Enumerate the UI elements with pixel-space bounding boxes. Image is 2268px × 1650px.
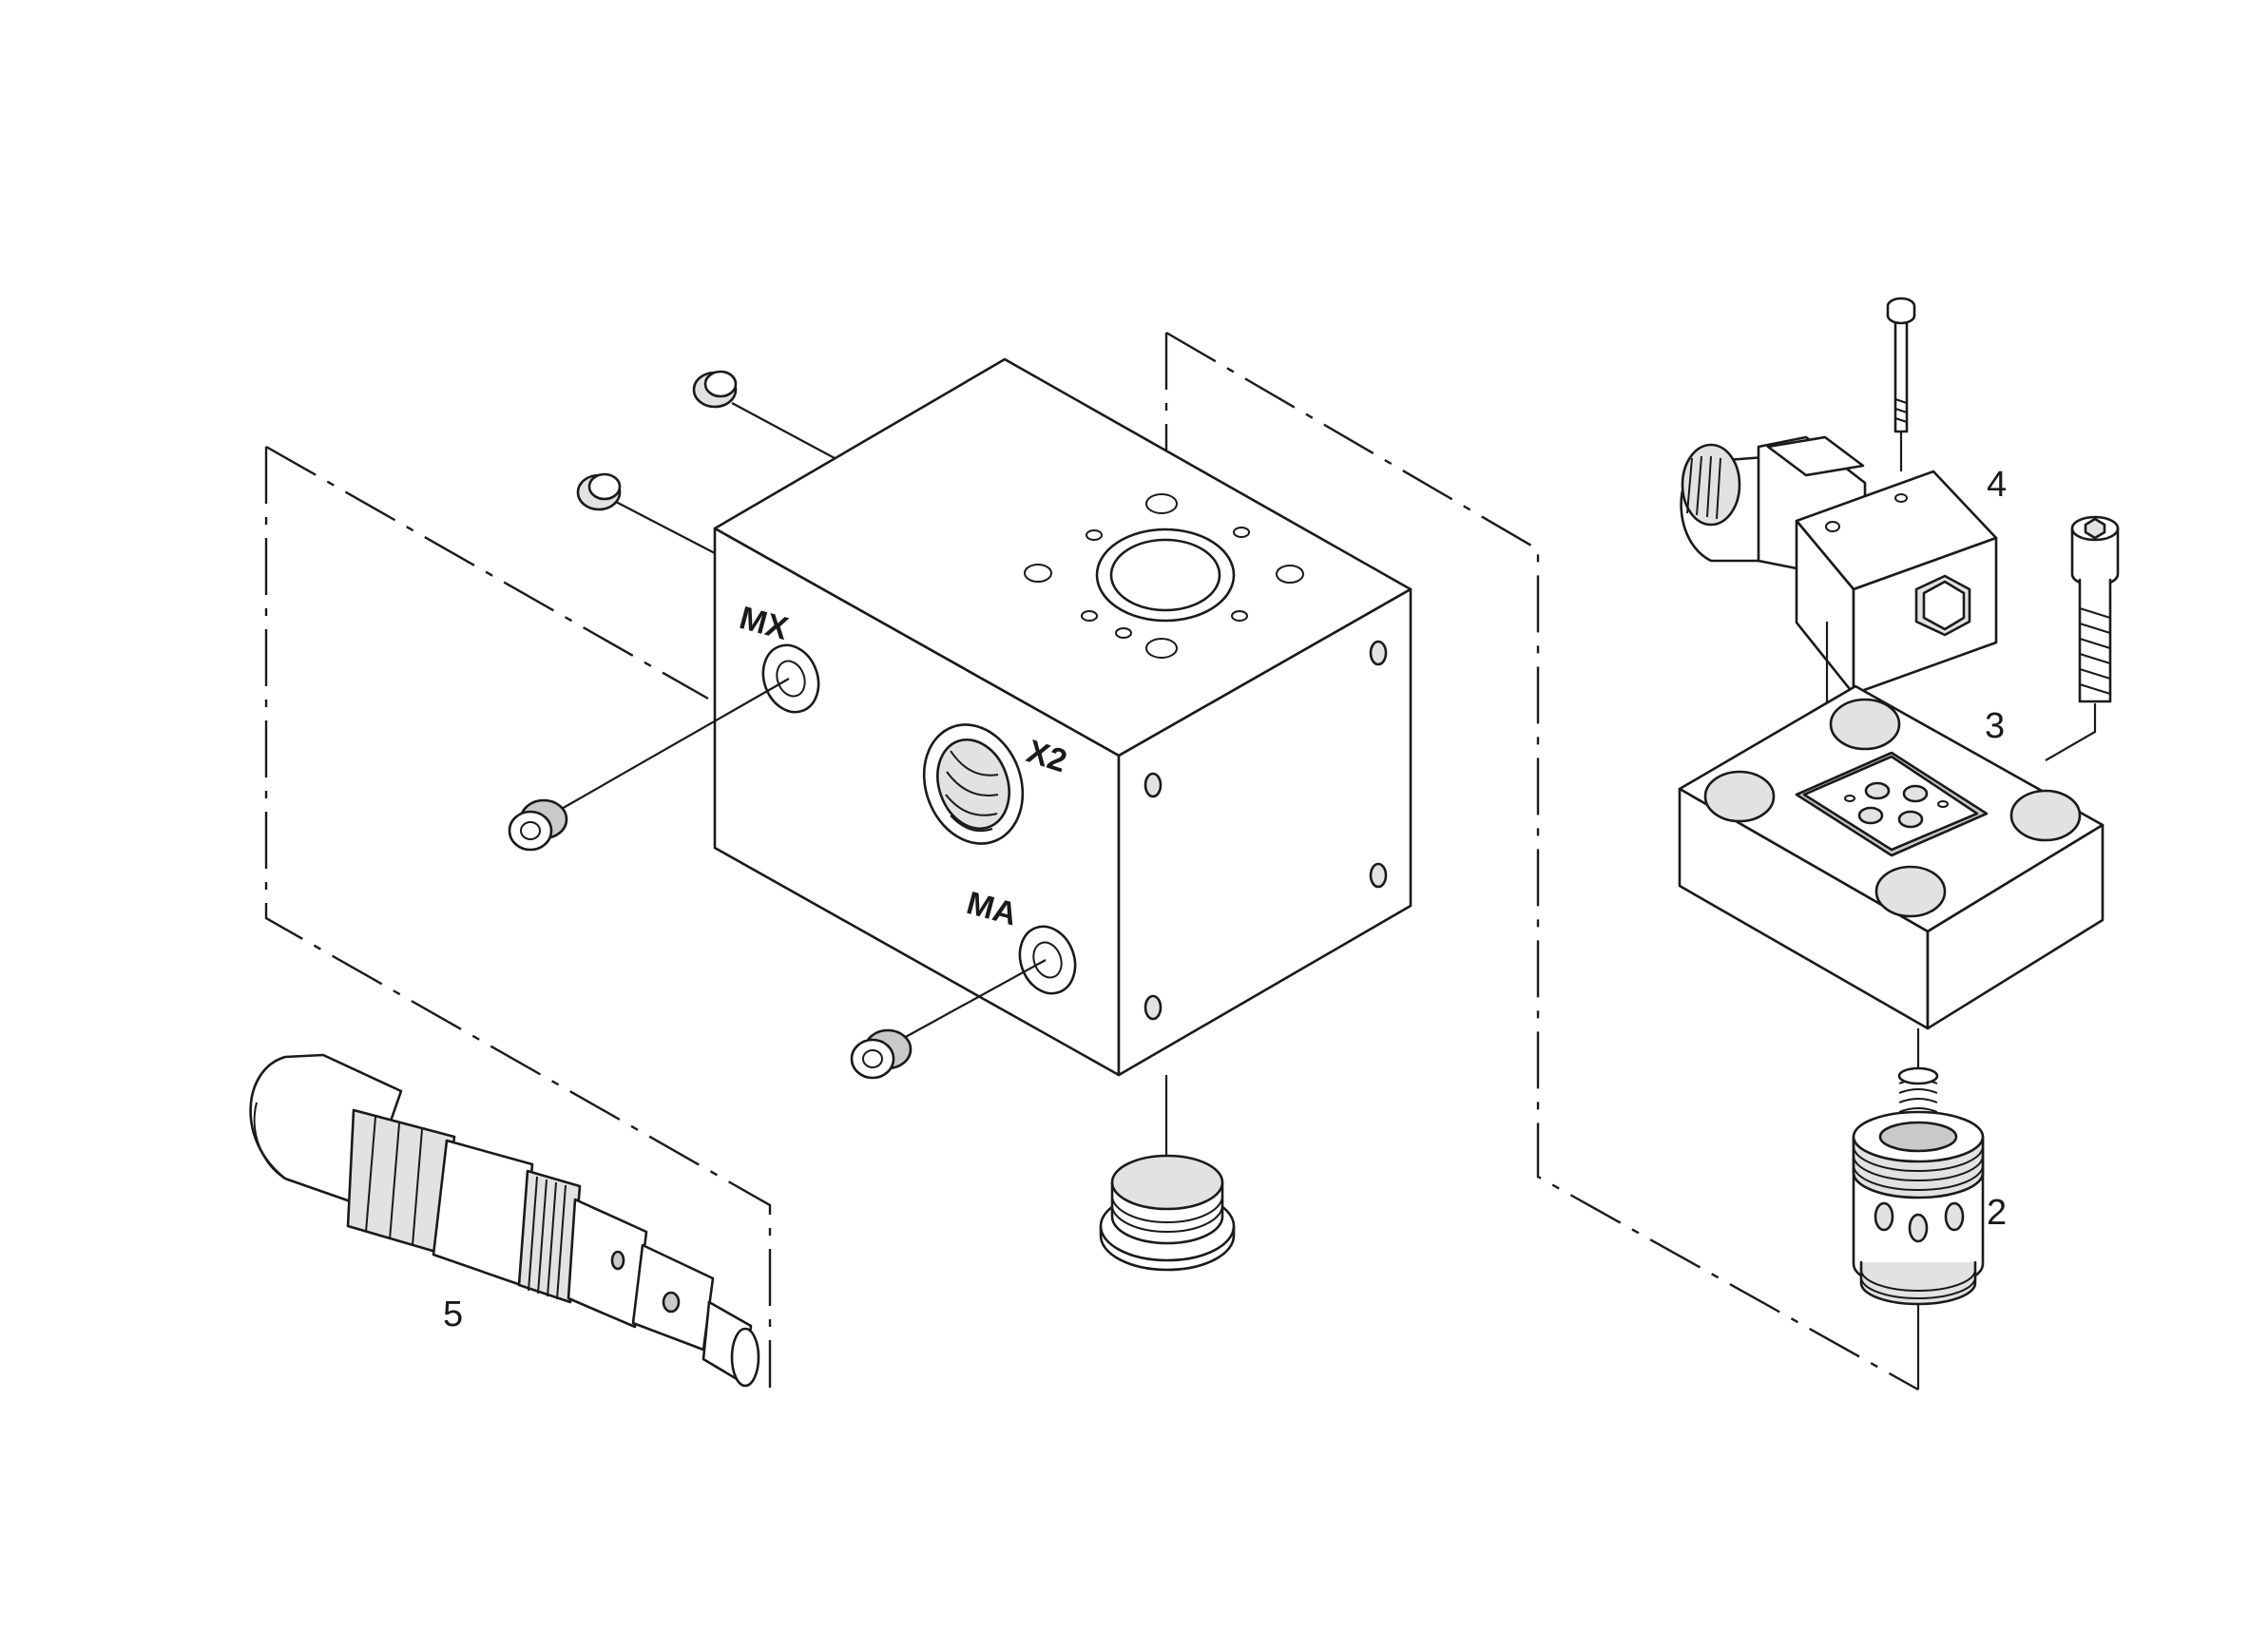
- plug-upper: [692, 370, 836, 459]
- plug-screw-ma: [850, 959, 1047, 1080]
- subplate-3: [1678, 684, 2105, 1084]
- side-bolt-holes: [1144, 640, 1388, 1021]
- port-x2: [922, 723, 1025, 845]
- port-mx: [761, 643, 820, 714]
- bottom-plug: [1099, 1075, 1236, 1272]
- port-ma: [1018, 925, 1077, 995]
- part-number-3: 3: [1985, 706, 2005, 746]
- top-face-ports: [1024, 493, 1304, 659]
- part-number-4: 4: [1987, 465, 2007, 505]
- plug-lower: [576, 472, 716, 554]
- solenoid-valve-4: [1680, 297, 1998, 785]
- subplate-bolt: [2045, 515, 2120, 761]
- plug-screw-mx: [508, 678, 790, 852]
- cartridge-valve-5: [249, 1053, 760, 1388]
- cartridge-2: [1852, 1066, 1985, 1390]
- main-valve-block: [713, 357, 1413, 1077]
- solenoid-screw: [1886, 297, 1916, 433]
- part-number-5: 5: [443, 1295, 463, 1334]
- part-number-2: 2: [1987, 1193, 2007, 1233]
